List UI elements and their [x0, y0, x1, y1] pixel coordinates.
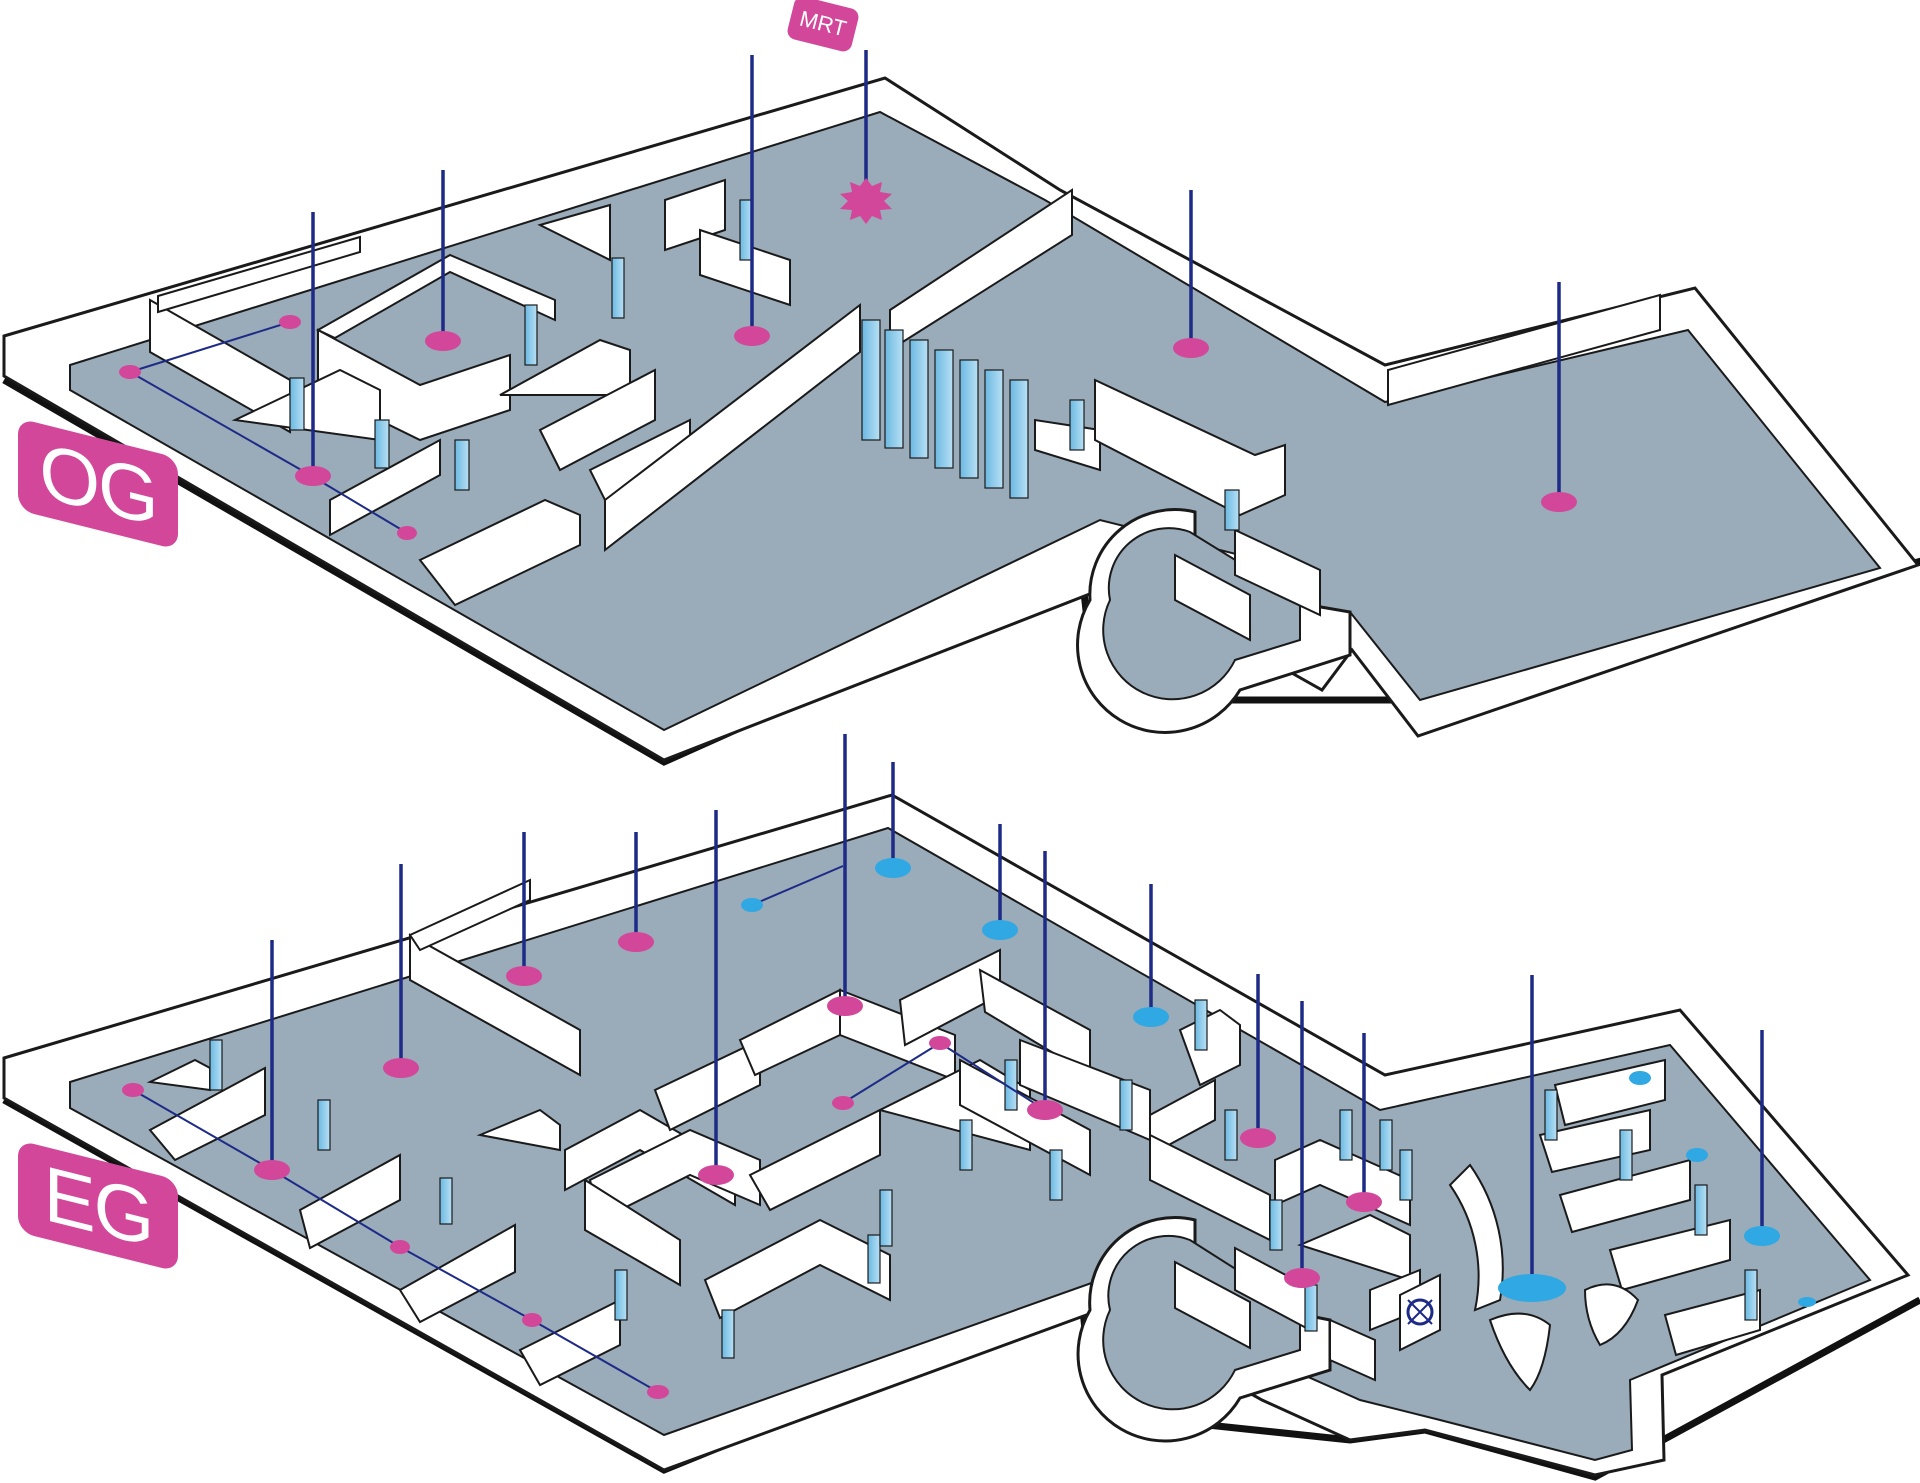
pin-marker [618, 932, 654, 952]
pin-marker [734, 326, 770, 346]
pin-marker [647, 1385, 669, 1399]
pin-marker [741, 898, 763, 912]
pin-marker [929, 1036, 951, 1050]
upper-poles [311, 50, 1561, 502]
pin-marker [1798, 1297, 1816, 1307]
pin-marker [1686, 1148, 1708, 1162]
pin-marker [119, 365, 141, 379]
upper-room-walls [149, 178, 1661, 607]
upper-floor [2, 50, 1920, 766]
ground-floor [2, 734, 1920, 1481]
pin-marker [982, 920, 1018, 940]
pin-marker [506, 966, 542, 986]
upper-stair-walls [1174, 528, 1321, 642]
seating-icon [1488, 1312, 1552, 1392]
pin-marker [397, 526, 417, 540]
pin-marker [1173, 338, 1209, 358]
pin-marker [1744, 1226, 1780, 1246]
pin-marker [1240, 1128, 1276, 1148]
seating-icon [1583, 1283, 1640, 1347]
pin-marker [1346, 1192, 1382, 1212]
pin-marker [295, 466, 331, 486]
pin-marker [827, 996, 863, 1016]
upper-pin-links [129, 321, 408, 534]
pin-marker [254, 1160, 290, 1180]
pin-marker [698, 1165, 734, 1185]
pin-marker [1629, 1071, 1651, 1085]
pin-marker [1133, 1007, 1169, 1027]
ground-pins-magenta [122, 932, 1382, 1399]
ground-pins-cyan [741, 858, 1816, 1307]
pin-marker [279, 315, 301, 329]
upper-glass-partitions [289, 199, 1240, 531]
upper-pins [119, 315, 1577, 540]
ground-poles [270, 734, 1764, 1288]
pin-marker [1498, 1274, 1566, 1302]
pin-marker [875, 858, 911, 878]
mrt-burst-icon [840, 178, 892, 224]
pin-marker [1541, 492, 1577, 512]
pin-marker [522, 1313, 542, 1327]
pin-marker [383, 1058, 419, 1078]
ground-pin-links [132, 865, 1046, 1393]
reception-logo-icon [1399, 1273, 1441, 1352]
pin-marker [1027, 1100, 1063, 1120]
ground-glass-partitions [209, 999, 1758, 1359]
pin-marker [122, 1083, 144, 1097]
pin-marker [832, 1096, 854, 1110]
pin-marker [425, 331, 461, 351]
pin-marker [390, 1240, 410, 1254]
pin-marker [1284, 1268, 1320, 1288]
